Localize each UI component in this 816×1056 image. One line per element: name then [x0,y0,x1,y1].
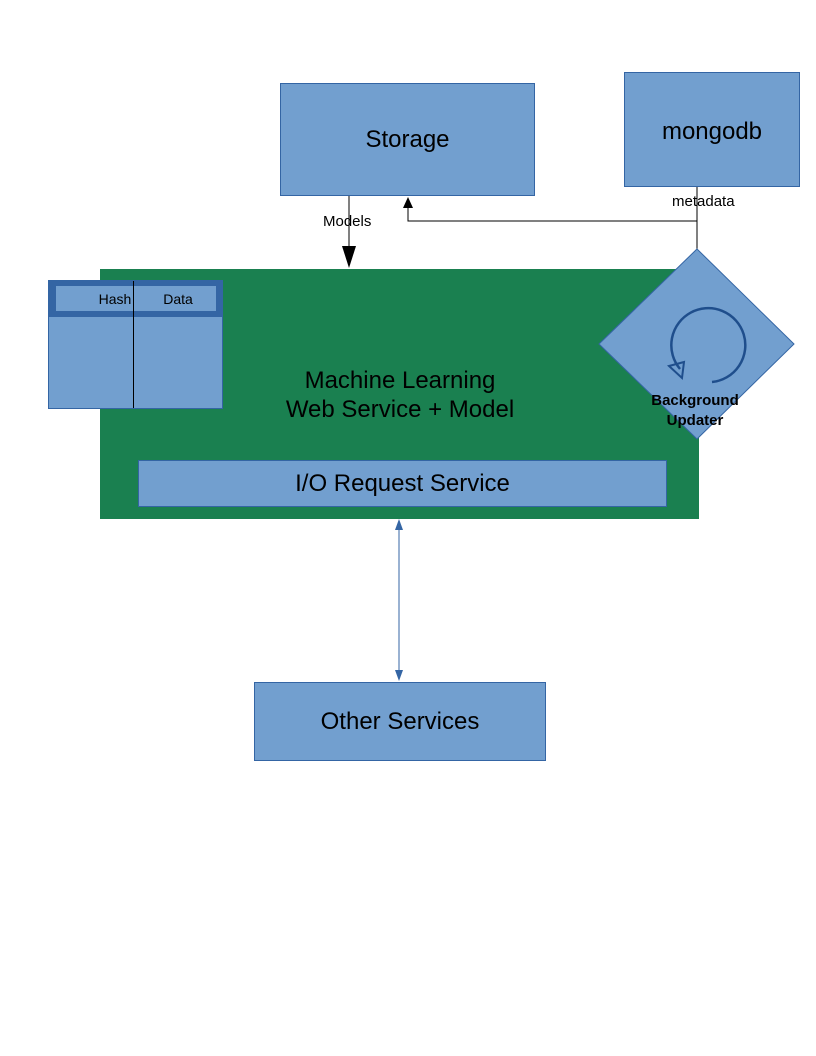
refresh-cycle-icon [666,306,747,384]
background-updater-diamond [598,248,795,440]
data-column-header: Data [140,286,216,311]
mongodb-node: mongodb [624,72,800,187]
hash-data-table: Hash Data [48,280,223,409]
io-request-service-label: I/O Request Service [295,469,510,497]
ml-title-line1: Machine Learning [304,367,496,394]
metadata-connector [403,187,698,250]
storage-node: Storage [280,83,535,196]
models-connector [342,196,356,268]
ml-title-line2: Web Service + Model [285,396,515,423]
background-updater-label: Background Updater [630,391,760,431]
updater-label-line1: Background [651,392,739,409]
updater-label-line2: Updater [666,412,724,429]
table-column-divider [133,281,134,408]
io-other-services-connector [395,519,403,681]
storage-label: Storage [365,125,450,153]
ml-service-title: Machine Learning Web Service + Model [250,366,550,424]
mongodb-label: mongodb [661,118,763,145]
metadata-edge-label: metadata [672,193,735,210]
io-request-service-node: I/O Request Service [138,460,667,507]
other-services-node: Other Services [254,682,546,761]
other-services-label: Other Services [320,707,480,735]
models-edge-label: Models [323,213,372,230]
